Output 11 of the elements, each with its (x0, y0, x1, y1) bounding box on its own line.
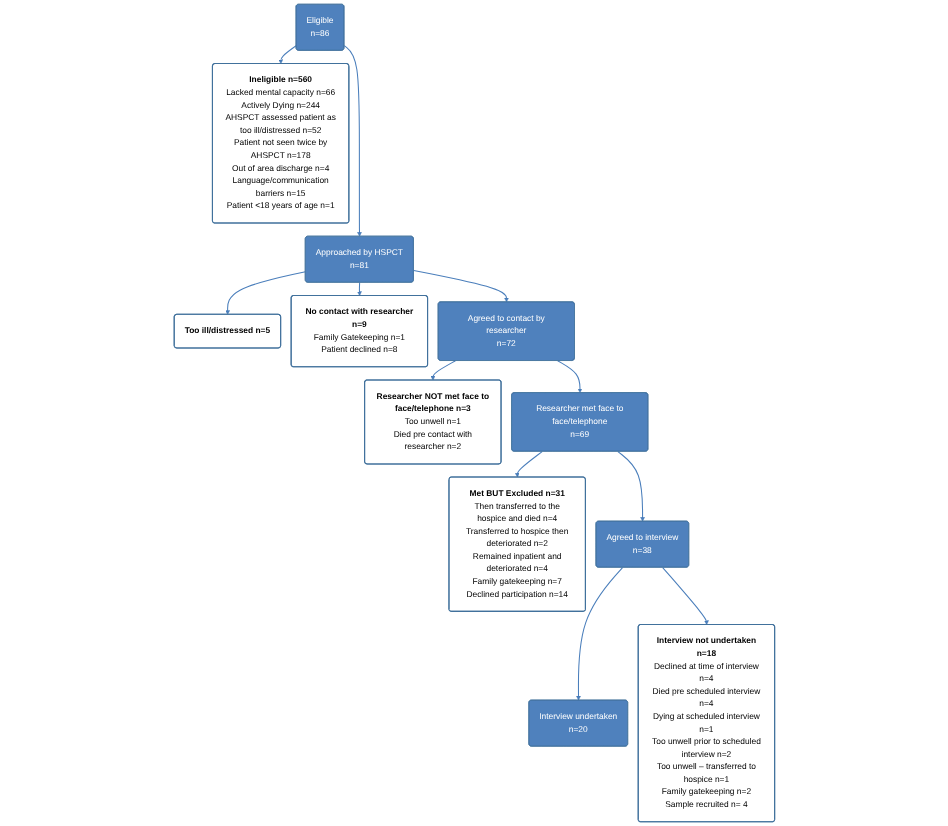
arrow (430, 360, 456, 381)
arrow (556, 360, 582, 393)
arrow (661, 567, 709, 625)
arrow (343, 45, 362, 237)
arrow (616, 451, 645, 522)
arrow (356, 282, 362, 296)
arrow (224, 271, 306, 315)
arrow (278, 45, 297, 64)
arrow (412, 269, 509, 303)
arrow (575, 567, 623, 701)
arrow (514, 451, 543, 478)
